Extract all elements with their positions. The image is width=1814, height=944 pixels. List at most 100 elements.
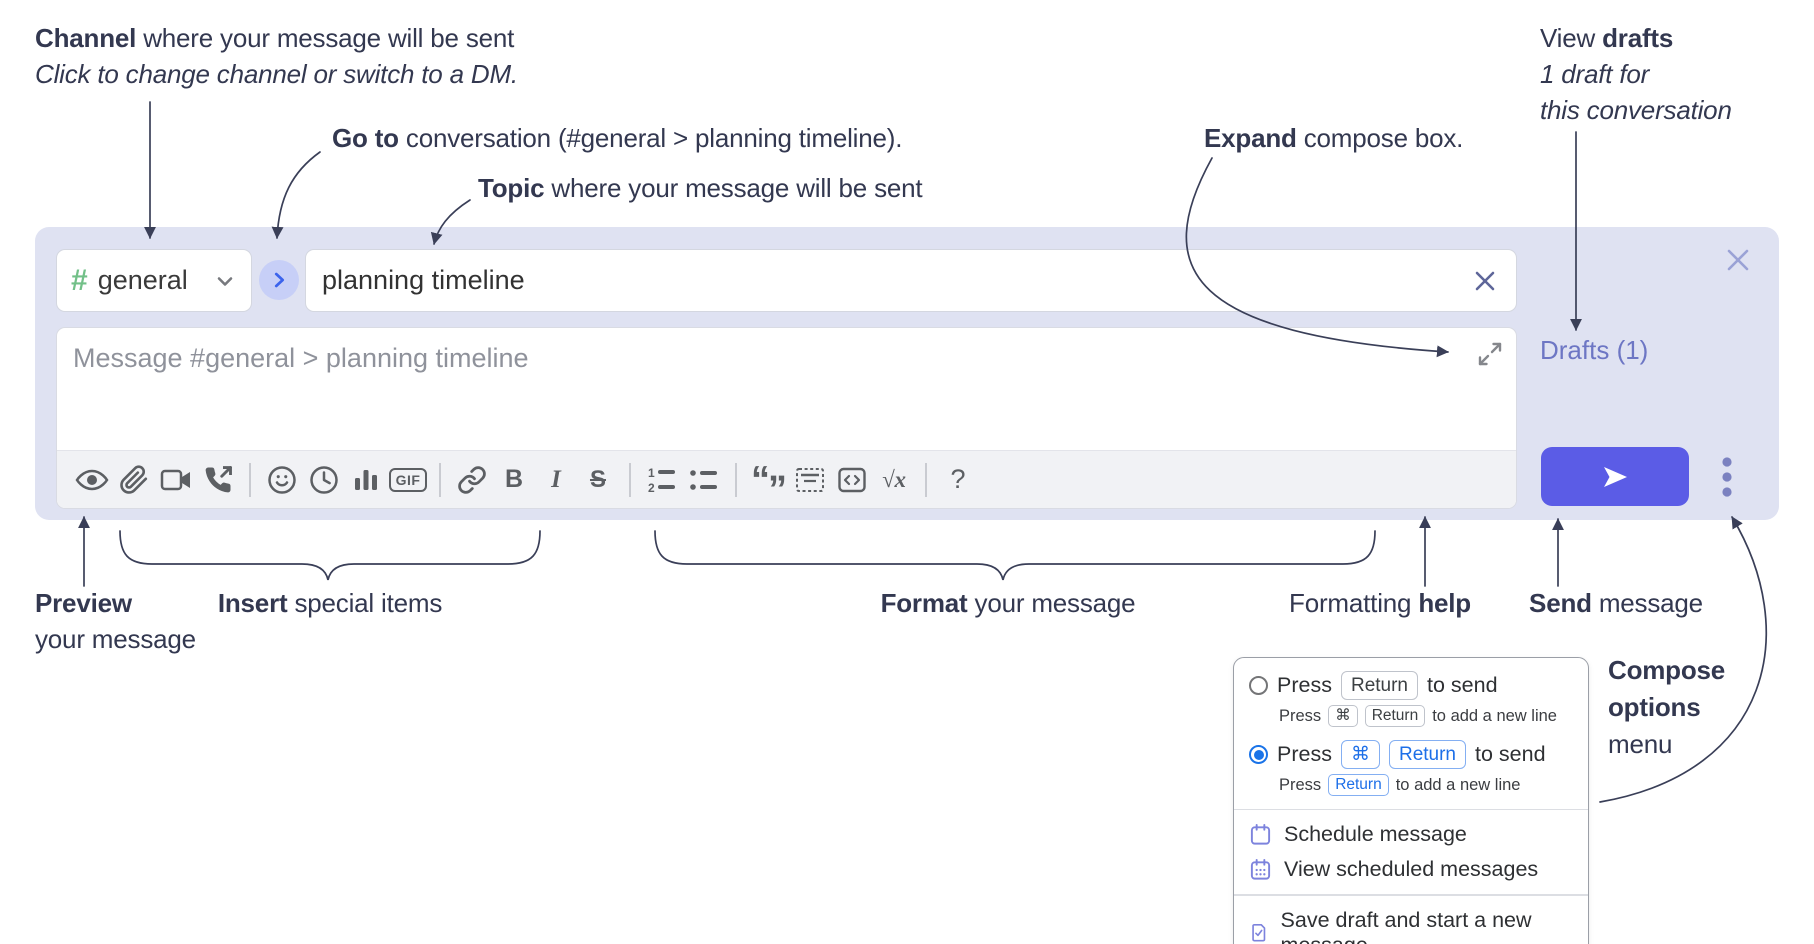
insert-link-button[interactable]	[451, 460, 493, 500]
svg-text:2: 2	[648, 481, 655, 494]
send-paper-plane-icon	[1604, 466, 1627, 487]
return-key-chip: Return	[1388, 740, 1466, 769]
menu-item-save-draft-new-message[interactable]: Save draft and start a new message	[1234, 903, 1588, 944]
expand-annotation: Expand compose box.	[1204, 123, 1464, 153]
smiley-icon	[268, 465, 296, 494]
drafts-annotation: View drafts 1 draft for this conversatio…	[1540, 23, 1732, 125]
math-button[interactable]: √x	[873, 460, 915, 500]
chevron-right-icon	[274, 272, 285, 288]
quote-button[interactable]: “”	[747, 458, 789, 511]
menu-divider	[1234, 809, 1588, 811]
strikethrough-button[interactable]: S	[577, 460, 619, 500]
code-button[interactable]	[831, 460, 873, 500]
attach-file-button[interactable]	[113, 460, 155, 500]
menu-item-schedule-message[interactable]: Schedule message	[1234, 817, 1588, 852]
format-brace	[654, 530, 1376, 581]
compose-options-annotation: Compose options menu	[1608, 655, 1726, 759]
draft-document-check-icon	[1252, 924, 1266, 942]
go-to-conversation-button[interactable]	[259, 260, 299, 300]
channel-name: general	[97, 265, 188, 295]
paperclip-icon	[120, 464, 148, 494]
option-cmd-enter-to-send-hint: Press Return to add a new line	[1279, 774, 1573, 796]
code-icon	[838, 467, 866, 492]
svg-text:1: 1	[648, 466, 655, 480]
add-global-time-button[interactable]	[303, 460, 345, 500]
option-enter-to-send[interactable]: Press Return to send	[1249, 671, 1573, 700]
compose-toolbar: GIF B I S	[57, 450, 1516, 511]
video-camera-icon	[160, 469, 190, 490]
channel-annotation: Channel where your message will be sent …	[35, 23, 518, 89]
cmd-key-chip: ⌘	[1328, 705, 1358, 727]
toolbar-divider	[439, 462, 441, 497]
calendar-clock-icon	[1250, 859, 1271, 880]
poll-bar-chart-icon	[355, 469, 377, 490]
add-emoji-button[interactable]	[261, 460, 303, 500]
eye-icon	[75, 469, 109, 490]
question-mark-icon: ?	[950, 464, 966, 494]
bulleted-list-button[interactable]	[683, 460, 725, 500]
message-placeholder: Message #general > planning timeline	[73, 343, 529, 373]
goto-arrow	[271, 151, 321, 239]
italic-button[interactable]: I	[535, 460, 577, 500]
toolbar-divider	[249, 462, 251, 497]
italic-icon: I	[551, 465, 561, 493]
quote-icon: “”	[751, 458, 787, 511]
add-voice-call-button[interactable]	[197, 460, 239, 500]
bold-button[interactable]: B	[493, 460, 535, 500]
drafts-link[interactable]: Drafts (1)	[1540, 335, 1649, 365]
spoiler-icon	[796, 467, 824, 492]
menu-divider	[1234, 894, 1588, 896]
channel-hash-icon: #	[71, 263, 88, 297]
compose-options-button[interactable]	[1715, 452, 1739, 502]
numbered-list-button[interactable]: 1 2	[641, 460, 683, 500]
send-button[interactable]	[1541, 447, 1689, 506]
option-cmd-enter-to-send[interactable]: Press ⌘ Return to send	[1249, 740, 1573, 769]
format-annotation: Format your message	[880, 588, 1136, 618]
toolbar-divider	[925, 462, 927, 497]
radio-unselected[interactable]	[1249, 676, 1268, 695]
vertical-ellipsis-icon	[1722, 457, 1732, 497]
link-icon	[458, 465, 486, 494]
menu-item-view-scheduled-messages[interactable]: View scheduled messages	[1234, 852, 1588, 887]
add-gif-button[interactable]: GIF	[387, 460, 429, 500]
add-video-call-button[interactable]	[155, 460, 197, 500]
insert-brace	[119, 530, 541, 581]
topic-annotation: Topic where your message will be sent	[478, 173, 923, 203]
compose-options-menu: Press Return to send Press ⌘ Return to a…	[1233, 657, 1589, 944]
channel-selector[interactable]: # general	[56, 249, 252, 312]
clear-topic-icon[interactable]	[1470, 266, 1500, 296]
formatting-help-button[interactable]: ?	[937, 460, 979, 500]
add-poll-button[interactable]	[345, 460, 387, 500]
compose-box: # general planning timeline	[35, 227, 1779, 520]
bold-icon: B	[504, 465, 524, 493]
spoiler-button[interactable]	[789, 460, 831, 500]
option-enter-to-send-hint: Press ⌘ Return to add a new line	[1279, 705, 1573, 727]
topic-value: planning timeline	[322, 265, 525, 295]
formatting-help-annotation: Formatting help	[1289, 588, 1471, 618]
chevron-down-icon	[217, 276, 233, 286]
phone-outgoing-icon	[205, 465, 232, 492]
gif-icon: GIF	[388, 467, 428, 492]
strikethrough-icon: S	[589, 465, 606, 493]
topic-input[interactable]: planning timeline	[305, 249, 1517, 312]
return-key-chip: Return	[1364, 705, 1426, 727]
insert-annotation: Insert special items	[217, 588, 443, 618]
calendar-icon	[1250, 824, 1271, 845]
message-input-area[interactable]: Message #general > planning timeline	[56, 327, 1517, 509]
math-latex-icon: √x	[881, 466, 907, 492]
toolbar-divider	[735, 462, 737, 497]
preview-annotation: Preview your message	[35, 588, 196, 654]
goto-annotation: Go to conversation (#general > planning …	[332, 123, 903, 153]
numbered-list-icon: 1 2	[648, 466, 675, 494]
cmd-key-chip: ⌘	[1340, 740, 1380, 769]
close-icon	[1727, 249, 1749, 271]
return-key-chip: Return	[1328, 774, 1389, 796]
expand-compose-button[interactable]	[1476, 340, 1504, 368]
close-compose-button[interactable]	[1721, 243, 1755, 277]
radio-selected[interactable]	[1249, 745, 1268, 764]
expand-icon	[1478, 342, 1502, 366]
return-key-chip: Return	[1340, 671, 1418, 700]
preview-button[interactable]	[71, 460, 113, 500]
toolbar-divider	[629, 462, 631, 497]
